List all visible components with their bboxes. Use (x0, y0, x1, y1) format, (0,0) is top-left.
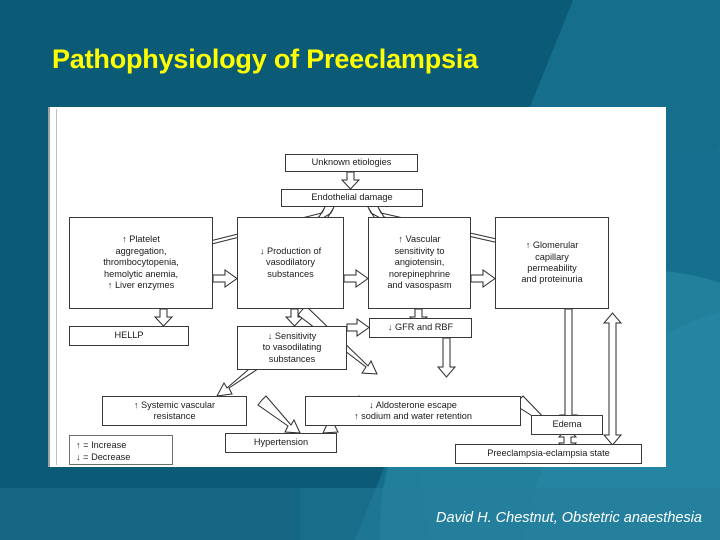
node-aldosterone-escape[interactable]: ↓ Aldosterone escape ↑ sodium and water … (305, 396, 521, 426)
figure-panel: Unknown etiologies Endothelial damage ↑ … (50, 107, 666, 467)
node-unknown-etiologies[interactable]: Unknown etiologies (285, 154, 418, 172)
node-systemic-vascular-resistance[interactable]: ↑ Systemic vascular resistance (102, 396, 247, 426)
node-vascular-sensitivity[interactable]: ↑ Vascular sensitivity to angiotensin, n… (368, 217, 471, 309)
node-gfr-rbf[interactable]: ↓ GFR and RBF (369, 318, 472, 338)
figure-inner: Unknown etiologies Endothelial damage ↑ … (56, 109, 661, 465)
node-production-vasodilatory[interactable]: ↓ Production of vasodilatory substances (237, 217, 344, 309)
footer-band (0, 488, 720, 540)
node-glomerular-permeability[interactable]: ↑ Glomerular capillary permeability and … (495, 217, 609, 309)
node-sensitivity-vasodilating[interactable]: ↓ Sensitivity to vasodilating substances (237, 326, 347, 370)
node-platelet-aggregation[interactable]: ↑ Platelet aggregation, thrombocytopenia… (69, 217, 213, 309)
node-hypertension[interactable]: Hypertension (225, 433, 337, 453)
node-endothelial-damage[interactable]: Endothelial damage (281, 189, 423, 207)
node-hellp[interactable]: HELLP (69, 326, 189, 346)
pathophysiology-flowchart: Unknown etiologies Endothelial damage ↑ … (57, 109, 661, 465)
page-title: Pathophysiology of Preeclampsia (52, 44, 478, 74)
source-credit: David H. Chestnut, Obstetric anaesthesia (436, 510, 702, 526)
diagram-legend: ↑ = Increase ↓ = Decrease (69, 435, 173, 465)
node-edema[interactable]: Edema (531, 415, 603, 435)
node-preeclampsia-eclampsia-state[interactable]: Preeclampsia-eclampsia state (455, 444, 642, 464)
footer-band-left (0, 488, 300, 540)
